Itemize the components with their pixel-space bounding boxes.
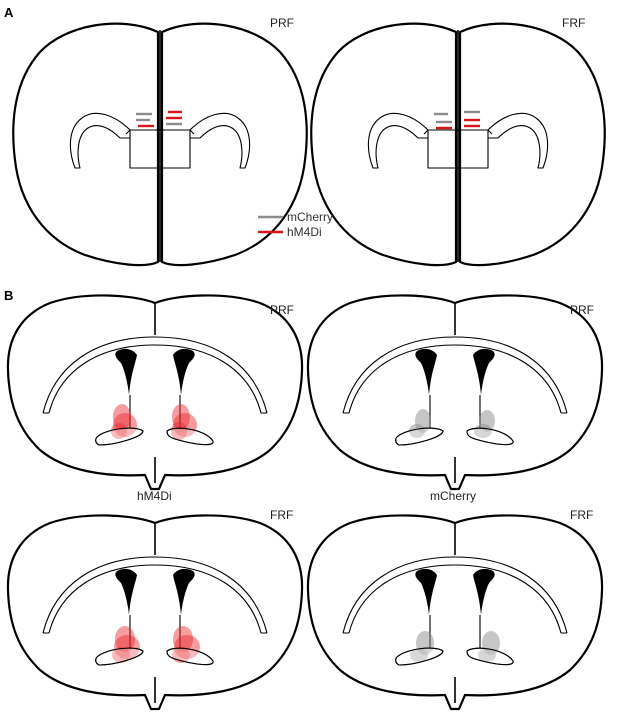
brain-b-bottom-left [6, 514, 304, 711]
label-a-prf: PRF [270, 16, 294, 30]
label-b-top-right: PRF [570, 303, 594, 317]
label-b-bottom-left: FRF [270, 508, 293, 522]
label-b-bottom-right: FRF [570, 508, 593, 522]
legend: mCherry hM4Di [258, 210, 333, 239]
panel-a-letter: A [4, 5, 14, 20]
spread-hm4di-top-left [111, 404, 197, 440]
legend-label-mcherry: mCherry [287, 210, 333, 224]
brain-a-left [12, 22, 308, 267]
cannula-marks-a-right [434, 110, 480, 130]
label-a-frf: FRF [562, 16, 585, 30]
spread-mcherry-top-right [409, 409, 495, 438]
legend-label-hm4di: hM4Di [287, 225, 322, 239]
brain-b-top-right [306, 294, 604, 491]
group-label-mcherry: mCherry [430, 489, 476, 503]
spread-hm4di-bottom-left [112, 626, 200, 663]
brain-b-bottom-right [306, 514, 604, 711]
panel-b-letter: B [4, 288, 13, 303]
cannula-marks-a-left [136, 110, 182, 128]
group-label-hm4di: hM4Di [137, 489, 172, 503]
brain-b-top-left [6, 294, 304, 491]
brain-a-right [310, 22, 606, 267]
label-b-top-left: PRF [270, 303, 294, 317]
